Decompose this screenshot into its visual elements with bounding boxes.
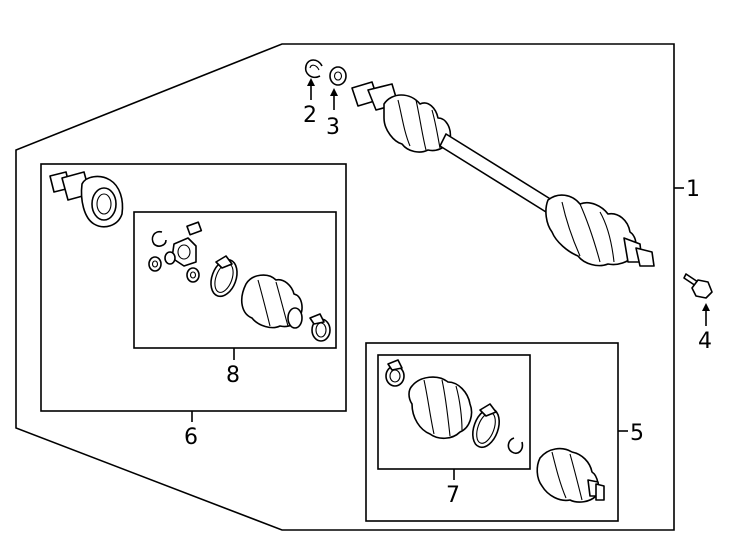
callout-1: 1: [686, 177, 700, 202]
assembly-outline: [15, 43, 675, 531]
callout-5: 5: [630, 421, 644, 446]
washer-part: [329, 66, 347, 86]
axle-shaft-assembly: [351, 81, 655, 267]
callout-4: 4: [698, 329, 712, 354]
inner-joint-housing: [49, 171, 124, 228]
inner-joint-kit-box: [40, 163, 347, 412]
callout-4-arrowhead: [702, 303, 710, 311]
callout-3-arrowhead: [330, 88, 338, 96]
boot-repair-kit-box: [133, 211, 337, 349]
outer-boot-kit-parts: [385, 359, 524, 455]
outer-cv-joint: [536, 447, 605, 503]
callout-3: 3: [326, 115, 340, 140]
callout-6: 6: [184, 425, 198, 450]
boot-repair-kit-parts: [148, 221, 331, 342]
callout-2: 2: [303, 103, 317, 128]
snap-ring-part: [304, 59, 323, 79]
outer-joint-kit-box: [365, 342, 619, 522]
callout-8: 8: [226, 363, 240, 388]
callout-2-arrowhead: [307, 78, 315, 86]
bolt-part: [683, 273, 713, 299]
callout-7: 7: [446, 483, 460, 508]
